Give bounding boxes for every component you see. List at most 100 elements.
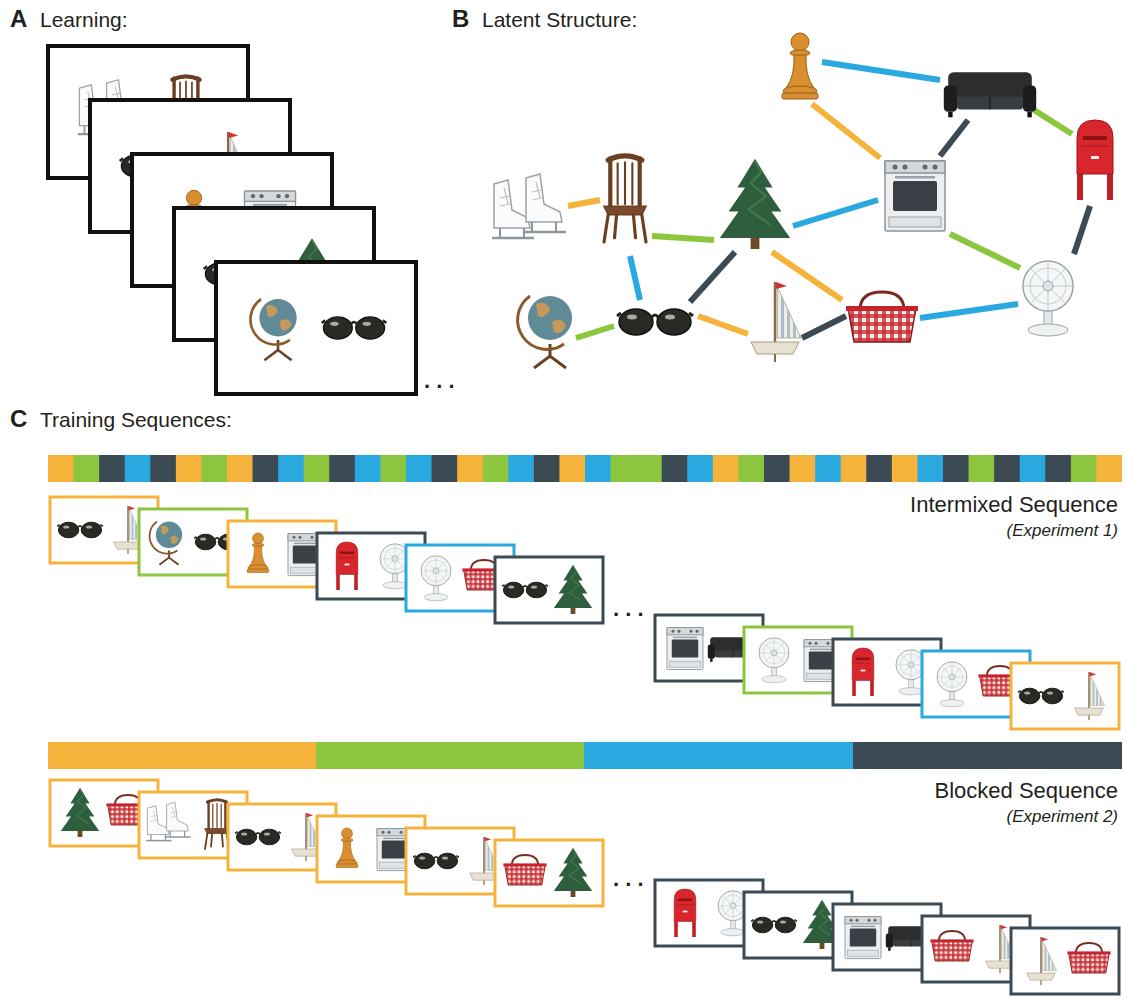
graph-link (950, 234, 1020, 268)
trial-card (336, 542, 358, 590)
sequence-color-bar (853, 742, 1122, 769)
graph-link (568, 62, 1090, 338)
trial-card (930, 931, 973, 961)
sequence-color-bar (585, 455, 612, 482)
object-picture (720, 159, 790, 249)
sequence-color-bar (48, 455, 75, 482)
sequence-color-bar (48, 742, 1122, 769)
trial-card (1011, 928, 1119, 994)
intermixed-trials (50, 497, 1119, 729)
sequence-color-bar (917, 455, 944, 482)
trial-card (61, 788, 99, 837)
trial-card (1075, 672, 1105, 720)
sequence-color-bar (969, 455, 996, 482)
trial-card (502, 582, 548, 598)
sequence-color-bar (227, 455, 254, 482)
sequence-color-bar (841, 455, 868, 482)
trial-card (751, 917, 797, 933)
trial-card (1011, 663, 1119, 729)
sequence-color-bar (278, 455, 305, 482)
trial-card (1018, 688, 1064, 704)
graph-link (772, 252, 842, 300)
panel-letter: C (10, 405, 27, 433)
trial-card (495, 840, 603, 906)
object-picture (604, 156, 646, 242)
sequence-color-bar (1071, 455, 1098, 482)
learning-trials (48, 46, 416, 394)
trial-card (1011, 663, 1119, 729)
panel-letter: A (10, 5, 27, 33)
graph-link (630, 256, 640, 300)
sequence-color-bar (943, 455, 970, 482)
sequence-color-bar (584, 742, 854, 769)
sequence-color-bar (483, 455, 510, 482)
sequence-color-bar (150, 455, 177, 482)
sequence-color-bar (892, 455, 919, 482)
graph-link (690, 252, 735, 302)
trial-frame (322, 317, 387, 339)
sequence-color-bar (48, 455, 1122, 482)
trial-card (554, 565, 592, 614)
graph-link (576, 326, 614, 338)
continuation-dots: . . . (613, 866, 644, 891)
panel-title: Learning: (40, 8, 128, 32)
object-picture (751, 282, 801, 362)
sequence-color-bar (355, 455, 382, 482)
object-picture (782, 33, 818, 99)
trial-frame (216, 262, 416, 394)
sequence-color-bar (662, 455, 689, 482)
sequence-color-bar (611, 455, 638, 482)
sequence-color-bar (99, 455, 126, 482)
graph-link (802, 316, 846, 338)
sequence-color-bar (713, 455, 740, 482)
trial-card (413, 853, 459, 869)
experiment-note: (Experiment 2) (1007, 807, 1118, 827)
graph-link (1074, 206, 1090, 254)
trial-card (495, 840, 603, 906)
graph-link (940, 120, 968, 156)
trial-card (852, 648, 874, 696)
sequence-color-bar (380, 455, 407, 482)
sequence-color-bar (406, 455, 433, 482)
continuation-dots: . . . (613, 596, 644, 621)
sequence-color-bar (636, 455, 663, 482)
sequence-color-bar (738, 455, 765, 482)
latent-graph (492, 33, 1113, 368)
sequence-color-bar (866, 455, 893, 482)
trial-frame (250, 299, 296, 360)
sequence-color-bar (508, 455, 535, 482)
trial-card (1027, 937, 1057, 985)
trial-card (503, 855, 546, 885)
trial-card (247, 533, 269, 573)
object-picture (846, 292, 918, 342)
object-picture (1077, 120, 1113, 200)
trial-card (759, 638, 789, 683)
sequence-color-bar (790, 455, 817, 482)
sequence-color-bar (316, 742, 585, 769)
sequence-color-bar (176, 455, 203, 482)
graph-link (698, 316, 748, 334)
graph-link (822, 62, 940, 80)
sequence-color-bar (74, 455, 101, 482)
object-picture (492, 174, 566, 238)
object-picture (492, 33, 1113, 368)
trial-card (205, 800, 229, 849)
object-picture (885, 161, 945, 231)
sequence-color-bar (534, 455, 561, 482)
graph-link (568, 200, 600, 206)
trial-card (421, 556, 451, 601)
trial-card (1067, 943, 1110, 973)
sequence-color-bar (201, 455, 228, 482)
trial-card (845, 917, 881, 959)
graph-link (793, 200, 878, 226)
object-picture (617, 309, 693, 335)
blocked-trials (50, 780, 1119, 994)
sequence-color-bar (815, 455, 842, 482)
trial-card (674, 889, 696, 937)
trial-card (554, 848, 592, 897)
sequence-color-bar (1096, 455, 1122, 482)
object-picture (518, 296, 572, 368)
sequence-color-bar (125, 455, 152, 482)
